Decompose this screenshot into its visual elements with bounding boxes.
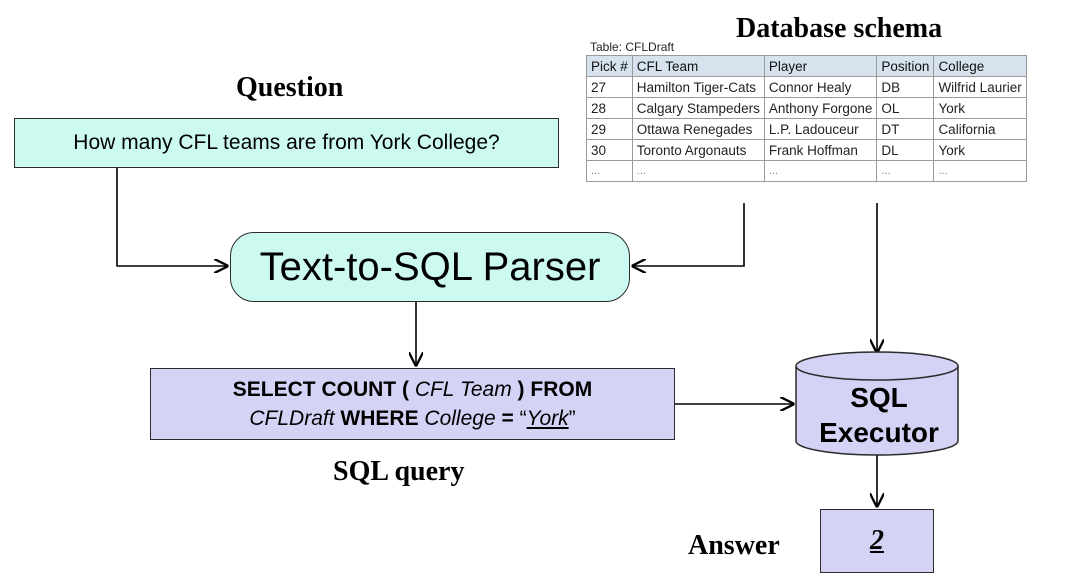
executor-line-2: Executor — [819, 417, 939, 448]
question-heading: Question — [236, 72, 344, 103]
table-cell: ... — [631, 160, 765, 182]
schema-table-caption: Table: CFLDraft — [590, 40, 675, 54]
question-box: How many CFL teams are from York College… — [14, 118, 559, 168]
table-cell: 30 — [586, 139, 633, 161]
column-header: Position — [876, 55, 935, 77]
table-cell: 29 — [586, 118, 633, 140]
sql-query-heading: SQL query — [333, 456, 465, 487]
sql-column: CFL Team — [414, 378, 512, 401]
sql-keyword-where: WHERE — [340, 407, 419, 430]
column-header: Player — [763, 55, 878, 77]
table-cell: Wilfrid Laurier — [933, 76, 1027, 98]
sql-table-name: CFLDraft — [249, 407, 335, 430]
schema-header-row: Pick # CFL Team Player Position College — [586, 55, 1027, 77]
table-cell: Hamilton Tiger-Cats — [631, 76, 765, 98]
table-cell: 28 — [586, 97, 633, 119]
sql-line-2: CFLDraft WHERE College = “York” — [249, 404, 575, 433]
table-cell: Calgary Stampeders — [631, 97, 765, 119]
table-row: 29 Ottawa Renegades L.P. Ladouceur DT Ca… — [586, 118, 1027, 140]
sql-line-1: SELECT COUNT ( CFL Team ) FROM — [233, 375, 592, 404]
column-header: CFL Team — [631, 55, 765, 77]
table-cell: York — [933, 97, 1027, 119]
sql-query-box: SELECT COUNT ( CFL Team ) FROM CFLDraft … — [150, 368, 675, 440]
column-header: College — [933, 55, 1027, 77]
sql-quote-close: ” — [568, 407, 576, 430]
sql-keyword-from: ) FROM — [517, 378, 593, 401]
answer-box: 2 — [820, 509, 934, 573]
text-to-sql-parser-box: Text-to-SQL Parser — [230, 232, 630, 302]
table-cell: ... — [763, 160, 878, 182]
answer-heading: Answer — [688, 530, 780, 561]
table-cell: Anthony Forgone — [763, 97, 878, 119]
table-row-ellipsis: ... ... ... ... ... — [586, 160, 1027, 182]
table-cell: OL — [876, 97, 935, 119]
answer-value: 2 — [870, 525, 884, 556]
table-cell: Ottawa Renegades — [631, 118, 765, 140]
sql-where-column: College — [424, 407, 496, 430]
table-cell: Connor Healy — [763, 76, 878, 98]
parser-label: Text-to-SQL Parser — [259, 244, 601, 289]
table-cell: ... — [933, 160, 1027, 182]
sql-value: York — [526, 407, 569, 430]
table-row: 28 Calgary Stampeders Anthony Forgone OL… — [586, 97, 1027, 119]
table-row: 27 Hamilton Tiger-Cats Connor Healy DB W… — [586, 76, 1027, 98]
schema-table: Pick # CFL Team Player Position College … — [586, 55, 1027, 182]
table-cell: DL — [876, 139, 935, 161]
question-text: How many CFL teams are from York College… — [73, 131, 500, 154]
executor-line-1: SQL — [850, 382, 908, 413]
database-cylinder-icon — [795, 351, 959, 456]
sql-equals: = — [501, 407, 514, 430]
sql-keyword-select-count: SELECT COUNT ( — [232, 378, 409, 401]
sql-executor-label: SQL Executor — [796, 380, 962, 450]
arrow-schema-to-parser — [633, 203, 745, 266]
schema-heading: Database schema — [736, 13, 943, 44]
arrow-question-to-parser — [116, 168, 227, 266]
sql-quote-open: “ — [519, 407, 527, 430]
